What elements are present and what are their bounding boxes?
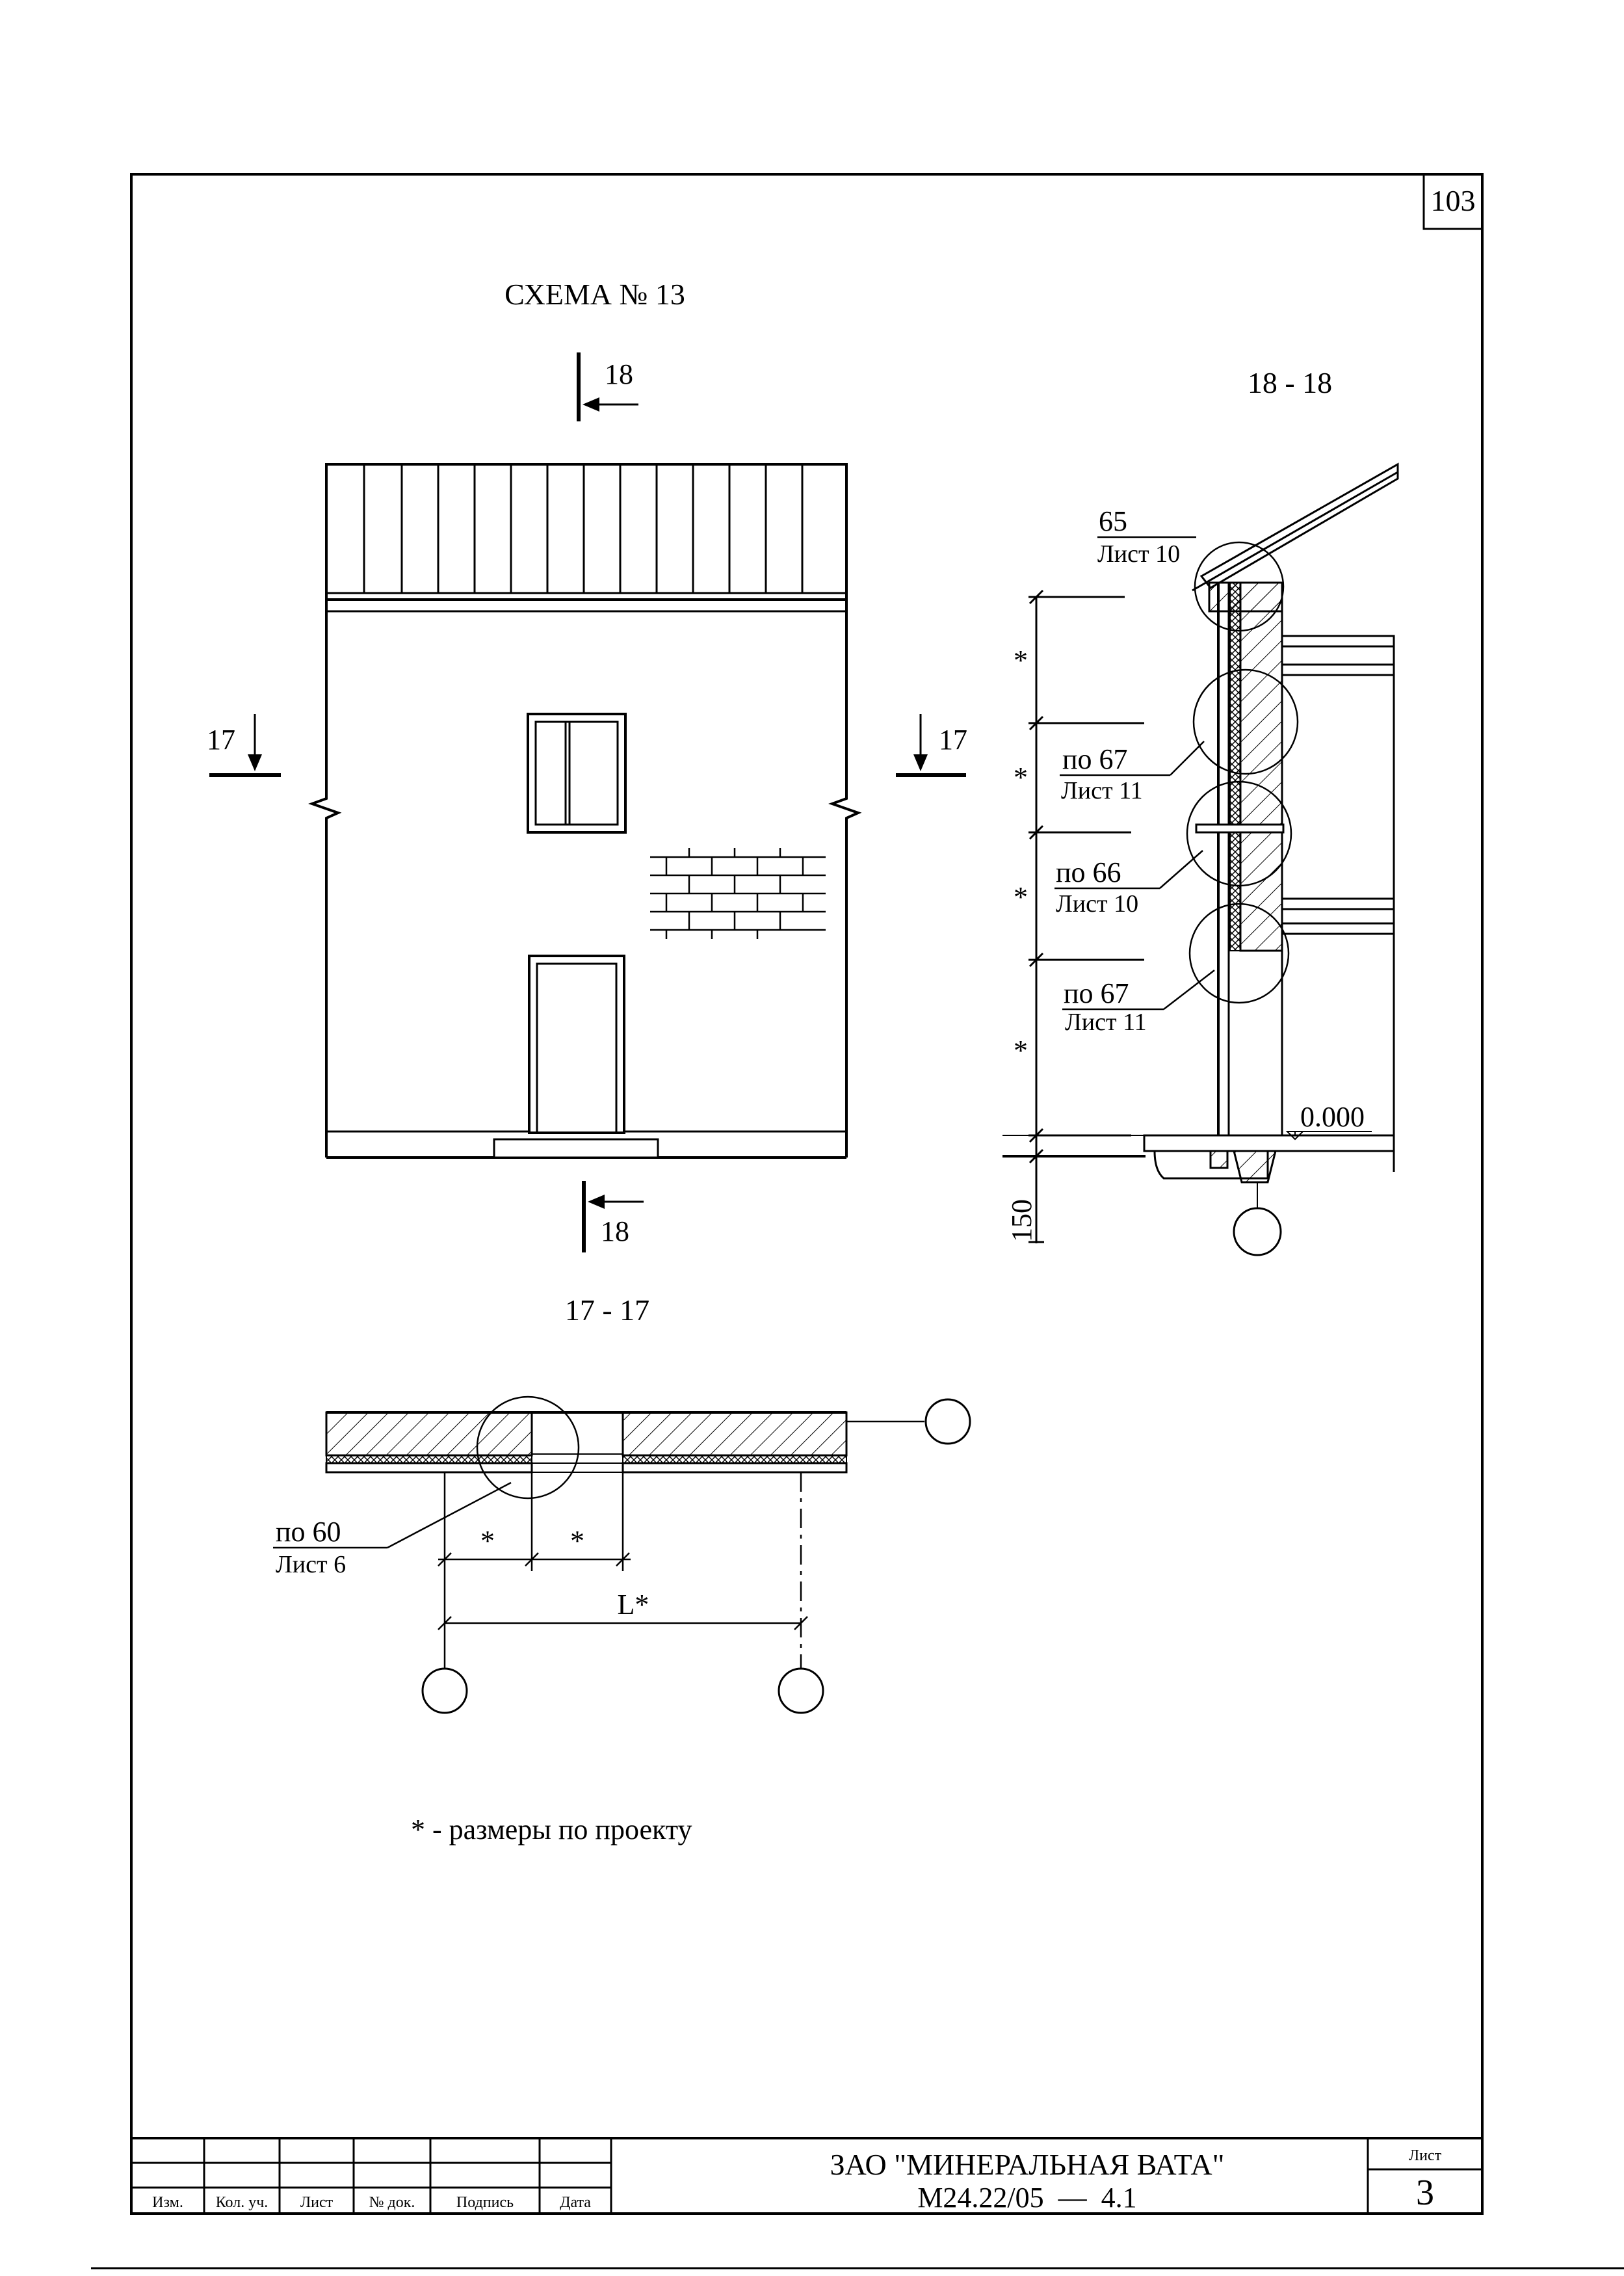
section-18-title: 18 - 18	[1248, 366, 1332, 399]
scheme-title: СХЕМА № 13	[504, 278, 685, 311]
svg-text:Лист: Лист	[1409, 2147, 1442, 2164]
svg-text:Лист 10: Лист 10	[1097, 540, 1180, 568]
section-mark-18-bottom: 18	[582, 1181, 644, 1252]
section-17-17: 17 - 17 *	[273, 1293, 971, 1714]
section-17-title: 17 - 17	[565, 1293, 649, 1327]
svg-text:0.000: 0.000	[1300, 1101, 1365, 1133]
section-mark-17-left: 17	[207, 714, 281, 777]
dimension-chain	[1028, 589, 1144, 1243]
svg-text:65: 65	[1099, 505, 1127, 537]
svg-text:17: 17	[207, 724, 235, 756]
callout-66: по 66 Лист 10	[1054, 850, 1203, 918]
svg-text:Лист: Лист	[300, 2194, 334, 2211]
detail-circle-65	[1194, 541, 1285, 632]
callout-67-lower: по 67 Лист 11	[1062, 970, 1215, 1036]
brick-texture	[650, 848, 826, 939]
svg-text:по 60: по 60	[276, 1516, 341, 1548]
callout-60: по 60 Лист 6	[273, 1481, 512, 1578]
title-block: Изм. Кол. уч. Лист № док. Подпись Дата З…	[130, 2137, 1484, 2215]
svg-text:*: *	[570, 1525, 584, 1557]
svg-text:по 66: по 66	[1056, 856, 1121, 888]
facade-elevation: 18 18 17 17	[207, 352, 967, 1252]
page-number-box	[1422, 173, 1484, 230]
svg-text:*: *	[480, 1525, 495, 1557]
plan-dimensions	[438, 1472, 808, 1671]
dim-L: L*	[618, 1589, 649, 1621]
detail-circle-67-lower	[1188, 903, 1290, 1004]
dimensions-note: * - размеры по проекту	[411, 1814, 692, 1846]
section-18-18: 18 - 18	[1002, 366, 1399, 1256]
axis-bubble-right	[924, 1398, 971, 1445]
dim-150: 150	[1006, 1199, 1038, 1242]
svg-text:по 67: по 67	[1062, 743, 1128, 775]
svg-text:Изм.: Изм.	[152, 2194, 183, 2211]
svg-text:17: 17	[939, 724, 967, 756]
axis-bubble-left	[421, 1667, 468, 1714]
svg-text:18: 18	[601, 1215, 629, 1247]
svg-text:Лист 10: Лист 10	[1056, 890, 1138, 918]
organization-name: ЗАО "МИНЕРАЛЬНАЯ ВАТА"	[830, 2148, 1225, 2181]
svg-text:*: *	[1014, 644, 1028, 676]
svg-text:*: *	[1014, 1035, 1028, 1066]
svg-text:Дата: Дата	[560, 2194, 591, 2211]
svg-text:по 67: по 67	[1064, 977, 1129, 1009]
svg-text:18: 18	[605, 358, 633, 390]
svg-text:*: *	[1014, 761, 1028, 793]
svg-text:*: *	[1014, 881, 1028, 913]
detail-circle-67-upper	[1192, 668, 1299, 775]
door	[528, 955, 625, 1134]
detail-circle-66	[1186, 780, 1292, 887]
svg-text:Лист 11: Лист 11	[1061, 777, 1143, 804]
callout-65: 65 Лист 10	[1097, 505, 1196, 568]
section-mark-17-right: 17	[896, 714, 967, 777]
section-mark-18-top: 18	[577, 352, 638, 421]
window	[527, 713, 627, 834]
axis-bubble-section	[1233, 1207, 1282, 1256]
svg-text:Подпись: Подпись	[456, 2194, 514, 2211]
page-number: 103	[1431, 184, 1476, 217]
svg-text:Лист 11: Лист 11	[1065, 1009, 1147, 1036]
axis-bubble-right-lower	[778, 1667, 824, 1714]
svg-text:Лист 6: Лист 6	[276, 1551, 346, 1578]
svg-text:№ док.: № док.	[369, 2194, 415, 2211]
document-code: М24.22/05 — 4.1	[917, 2182, 1136, 2214]
svg-text:Кол. уч.: Кол. уч.	[216, 2194, 268, 2211]
sheet-number: 3	[1416, 2173, 1434, 2213]
detail-circle-60	[476, 1396, 580, 1500]
callout-67-upper: по 67 Лист 11	[1060, 741, 1205, 804]
level-mark: 0.000	[1285, 1101, 1372, 1141]
